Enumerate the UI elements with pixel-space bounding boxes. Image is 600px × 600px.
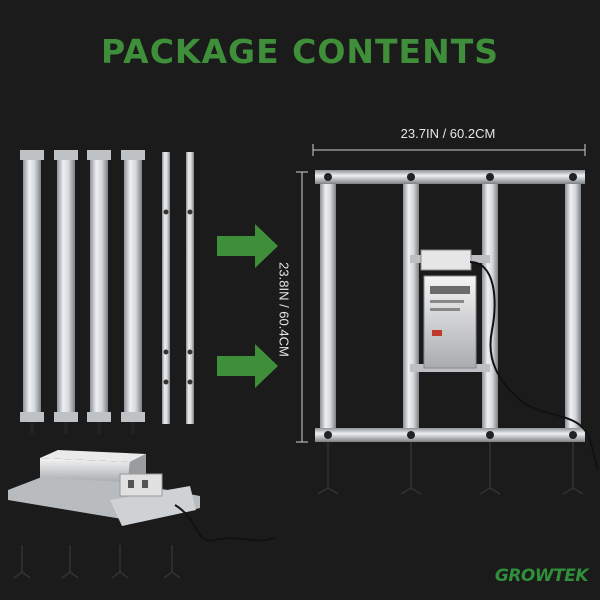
- light-bar: [54, 150, 78, 434]
- width-dimension-line: [312, 144, 586, 156]
- light-bars-group: [20, 150, 194, 434]
- driver-assembly: [8, 450, 276, 542]
- page-title: PACKAGE CONTENTS: [101, 32, 499, 71]
- light-bar: [87, 150, 111, 434]
- fixture-hangers: [317, 442, 584, 495]
- light-bar: [20, 150, 44, 434]
- support-rail: [162, 152, 170, 424]
- height-dimension-line: [296, 171, 308, 443]
- width-dimension-label: 23.7IN / 60.2CM: [400, 126, 496, 141]
- support-rail: [186, 152, 194, 424]
- assembled-fixture: [315, 170, 599, 471]
- height-dimension-text: 23.8IN / 60.4CM: [276, 262, 292, 357]
- hanger-set: [13, 545, 181, 579]
- arrow-right-icon: [217, 224, 278, 268]
- light-bar: [121, 150, 145, 434]
- arrow-right-icon: [217, 344, 278, 388]
- brand-logo: GROWTEK: [494, 566, 589, 586]
